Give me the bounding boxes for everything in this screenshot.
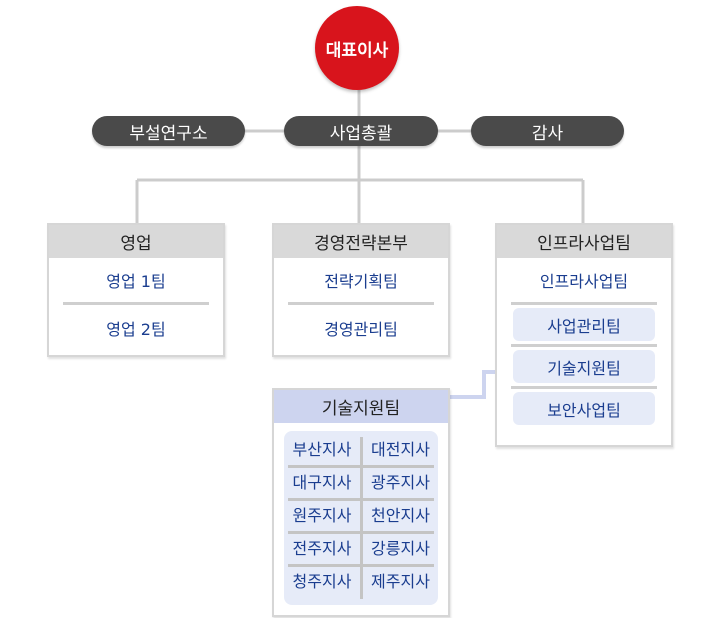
branch-gangneung: 강릉지사 [371, 539, 430, 558]
branch-grid-column-divider [360, 437, 363, 599]
branch-busan: 부산지사 [292, 440, 352, 459]
divider [511, 386, 657, 389]
team-management-admin: 경영관리팀 [324, 320, 398, 339]
team-security-business: 보안사업팀 [513, 392, 655, 425]
team-strategic-planning: 전략기획팀 [324, 272, 398, 291]
branch-jeonju: 전주지사 [292, 539, 352, 558]
branch-daejeon: 대전지사 [371, 440, 430, 459]
divider [288, 302, 434, 305]
divider [63, 302, 209, 305]
division-management-strategy-title: 경영전략본부 [274, 225, 448, 258]
team-sales-1: 영업 1팀 [106, 272, 166, 291]
tech-support-title: 기술지원팀 [274, 390, 448, 423]
division-infrastructure: 인프라사업팀 인프라사업팀 사업관리팀 기술지원팀 보안사업팀 [495, 223, 673, 447]
team-tech-support: 기술지원팀 [513, 350, 655, 383]
division-sales: 영업 영업 1팀 영업 2팀 [47, 223, 225, 357]
branch-row-divider [288, 465, 434, 468]
branch-wonju: 원주지사 [292, 506, 352, 525]
branch-row-divider [288, 564, 434, 567]
branch-gwangju: 광주지사 [371, 473, 430, 492]
branch-row-divider [288, 498, 434, 501]
team-sales-2: 영업 2팀 [106, 320, 166, 339]
branch-jeju: 제주지사 [371, 572, 430, 591]
divider [511, 344, 657, 347]
branch-cheongju: 청주지사 [292, 572, 352, 591]
business-headquarters-node: 사업총괄 [284, 116, 438, 146]
research-lab-node: 부설연구소 [92, 116, 245, 146]
tech-support-branches: 기술지원팀 부산지사 대전지사 대구지사 광주지사 원주지사 천안지사 전주지사… [272, 388, 450, 617]
branch-daegu: 대구지사 [292, 473, 352, 492]
branch-row-divider [288, 531, 434, 534]
team-business-management: 사업관리팀 [513, 308, 655, 341]
audit-node: 감사 [471, 116, 624, 146]
division-management-strategy: 경영전략본부 전략기획팀 경영관리팀 [272, 223, 450, 357]
team-infrastructure: 인프라사업팀 [539, 272, 629, 291]
ceo-node: 대표이사 [315, 6, 399, 90]
branch-cheonan: 천안지사 [371, 506, 430, 525]
division-sales-title: 영업 [49, 225, 223, 258]
branch-grid: 부산지사 대전지사 대구지사 광주지사 원주지사 천안지사 전주지사 강릉지사 … [284, 431, 438, 605]
division-infrastructure-title: 인프라사업팀 [497, 225, 671, 258]
divider [511, 302, 657, 305]
